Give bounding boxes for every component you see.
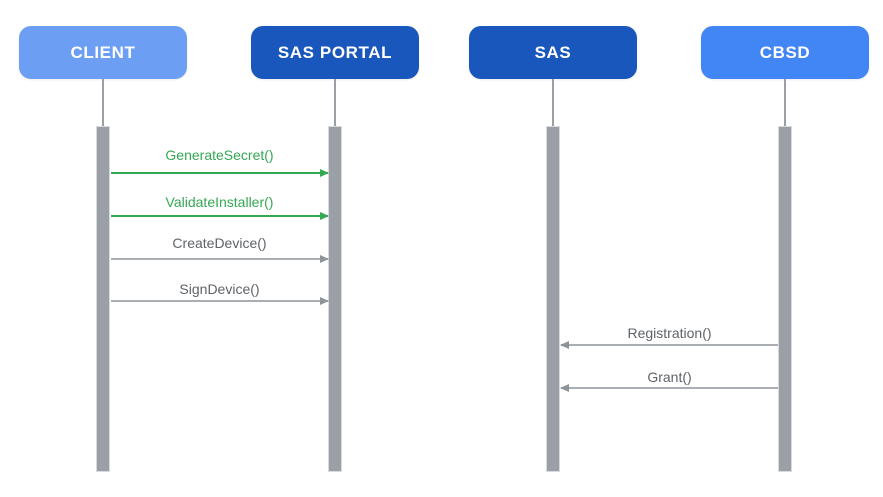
message-arrow-signdevice: [111, 296, 329, 305]
actor-box-sas: SAS: [469, 26, 637, 79]
activation-bar-sas-portal: [328, 126, 342, 472]
arrowhead-right-icon: [320, 296, 329, 305]
activation-bar-client: [96, 126, 110, 472]
message-label-registration: Registration(): [627, 325, 712, 341]
arrowhead-right-icon: [320, 254, 329, 263]
message-label-generatesecret: GenerateSecret(): [165, 147, 274, 163]
message-arrow-validateinstaller: [111, 211, 329, 220]
message-arrow-generatesecret: [111, 168, 329, 177]
message-label-createdevice: CreateDevice(): [172, 235, 267, 251]
message-label-validateinstaller: ValidateInstaller(): [165, 194, 274, 210]
message-label-signdevice: SignDevice(): [179, 281, 260, 297]
message-arrow-registration: [560, 340, 778, 349]
actor-box-sas-portal: SAS PORTAL: [251, 26, 419, 79]
actor-box-cbsd: CBSD: [701, 26, 869, 79]
lifeline-client: [102, 79, 104, 126]
lifeline-cbsd: [784, 79, 786, 126]
arrowhead-right-icon: [320, 211, 329, 220]
arrowhead-left-icon: [560, 340, 569, 349]
lifeline-sas-portal: [334, 79, 336, 126]
arrowhead-left-icon: [560, 383, 569, 392]
message-arrow-createdevice: [111, 254, 329, 263]
actor-box-client: CLIENT: [19, 26, 187, 79]
activation-bar-sas: [546, 126, 560, 472]
message-arrow-grant: [560, 383, 778, 392]
activation-bar-cbsd: [778, 126, 792, 472]
lifeline-sas: [552, 79, 554, 126]
arrowhead-right-icon: [320, 168, 329, 177]
message-label-grant: Grant(): [647, 369, 692, 385]
